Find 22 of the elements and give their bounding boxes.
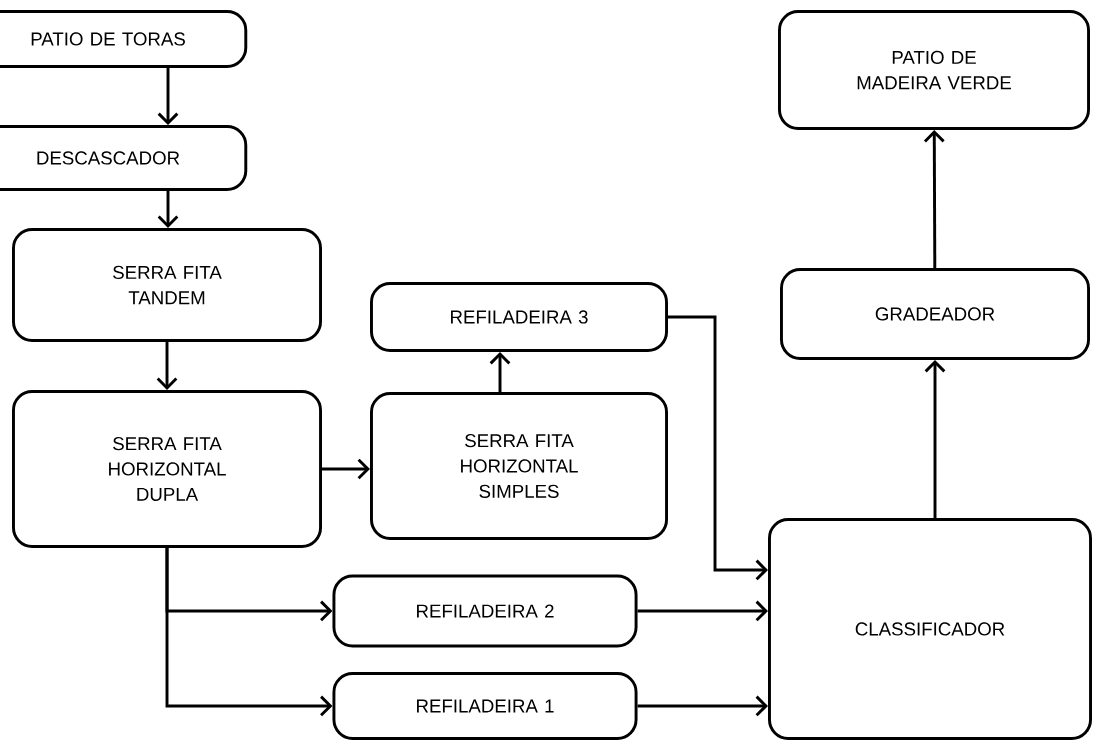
arrow xyxy=(923,130,945,268)
process-box: REFILADEIRA 1 xyxy=(332,672,638,740)
arrow xyxy=(637,695,768,717)
arrow xyxy=(322,458,370,480)
process-box: DESCASCADOR xyxy=(0,125,248,191)
process-box: REFILADEIRA 3 xyxy=(370,282,668,352)
arrow xyxy=(924,360,946,518)
arrow xyxy=(637,600,768,622)
process-box: PATIO DE MADEIRA VERDE xyxy=(778,10,1090,130)
process-box: PATIO DE TORAS xyxy=(0,10,248,68)
process-box: REFILADEIRA 2 xyxy=(332,574,638,648)
arrow xyxy=(489,352,511,392)
process-box: SERRA FITA HORIZONTAL DUPLA xyxy=(12,390,322,548)
process-box: SERRA FITA HORIZONTAL SIMPLES xyxy=(370,392,668,540)
arrow xyxy=(668,315,768,581)
arrow xyxy=(157,68,179,125)
arrow xyxy=(157,191,179,228)
process-box: GRADEADOR xyxy=(780,268,1090,360)
process-box: SERRA FITA TANDEM xyxy=(12,228,322,342)
arrow xyxy=(165,548,333,717)
arrow xyxy=(156,342,178,390)
process-box: CLASSIFICADOR xyxy=(768,518,1092,740)
